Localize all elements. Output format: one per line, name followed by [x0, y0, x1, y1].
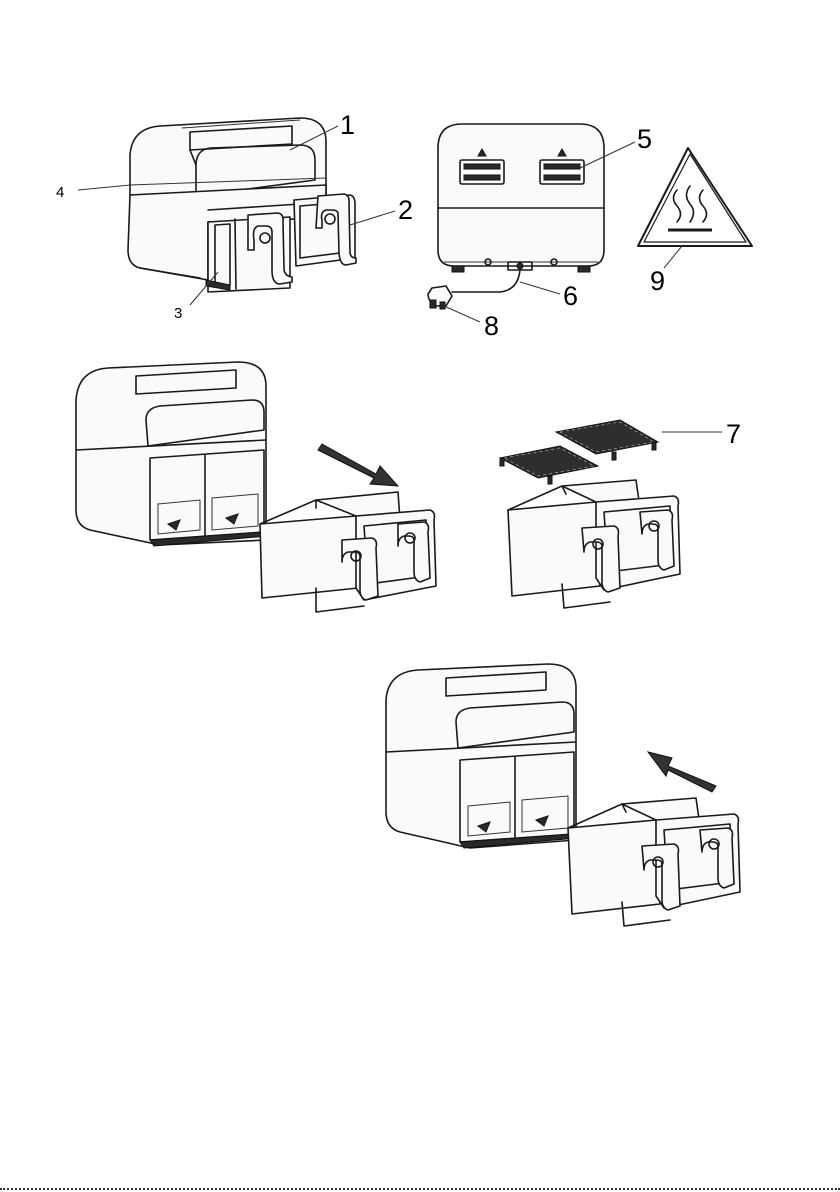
page-bottom-border — [0, 1188, 840, 1190]
crisper-racks — [500, 420, 658, 484]
air-fryer-insert-view — [386, 664, 578, 848]
callout-9: 9 — [650, 266, 665, 296]
arrow-pull-out-icon — [318, 444, 398, 486]
baskets-with-racks — [508, 480, 680, 608]
power-cord-plug — [428, 270, 520, 309]
air-fryer-open-view — [76, 362, 268, 546]
callout-5: 5 — [637, 124, 652, 154]
callout-7: 7 — [726, 419, 741, 449]
callout-8: 8 — [484, 311, 499, 341]
air-fryer-front-view — [128, 118, 356, 292]
inserting-baskets — [568, 798, 740, 926]
callout-2: 2 — [398, 195, 413, 225]
callout-6: 6 — [563, 281, 578, 311]
callout-4: 4 — [56, 184, 64, 201]
air-fryer-rear-view — [438, 124, 604, 272]
callout-1: 1 — [340, 110, 355, 140]
arrow-push-in-icon — [648, 752, 716, 792]
removed-baskets — [260, 492, 436, 612]
hot-surface-warning-icon — [638, 148, 752, 268]
callout-3: 3 — [174, 305, 182, 322]
